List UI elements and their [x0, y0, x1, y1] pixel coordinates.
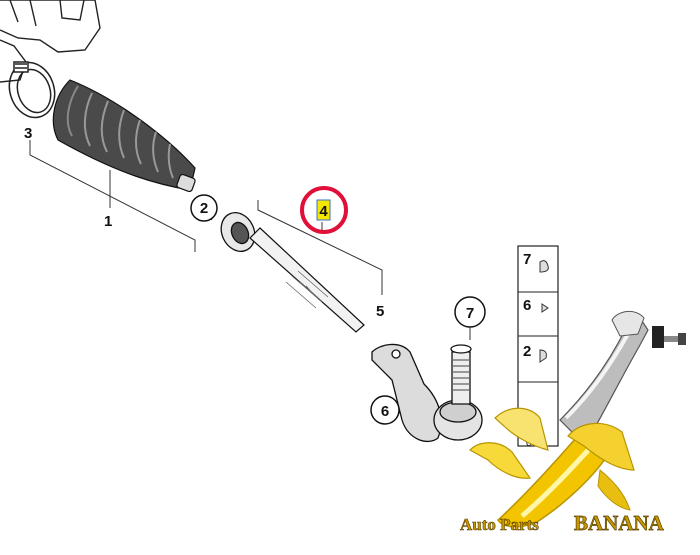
svg-text:5: 5: [376, 303, 384, 320]
control-arm-image: [559, 311, 686, 446]
outer-tie-rod-end: [371, 343, 483, 443]
callout-2: 2: [190, 194, 218, 222]
svg-text:7: 7: [466, 305, 474, 322]
side-panel-item-3: 2: [523, 343, 531, 360]
svg-text:6: 6: [381, 403, 389, 420]
boot-clamp: [8, 61, 56, 119]
side-panel-item-2: 6: [523, 297, 531, 314]
brand-prefix: Auto Parts: [460, 515, 539, 534]
callout-1: 1: [104, 213, 112, 230]
brand-wordmark: Auto Parts BANANA: [460, 511, 665, 536]
callout-6: 6: [370, 395, 400, 425]
callout-4-highlighted[interactable]: 4: [300, 186, 348, 234]
side-panel-item-1: 7: [523, 251, 531, 268]
svg-text:1: 1: [104, 213, 112, 230]
brand-name: BANANA: [574, 511, 665, 535]
callout-3: 3: [24, 125, 32, 142]
inner-tie-rod-joint: [220, 212, 256, 252]
banana-logo-icon: [469, 407, 635, 528]
rubber-bellows-boot: [52, 79, 196, 193]
callout-7: 7: [454, 296, 486, 340]
leader-lines: [29, 140, 383, 295]
svg-text:4: 4: [319, 203, 328, 220]
svg-text:2: 2: [200, 200, 208, 217]
callout-5: 5: [376, 303, 384, 320]
tie-rod-shaft: [249, 227, 365, 333]
svg-text:3: 3: [24, 125, 32, 142]
